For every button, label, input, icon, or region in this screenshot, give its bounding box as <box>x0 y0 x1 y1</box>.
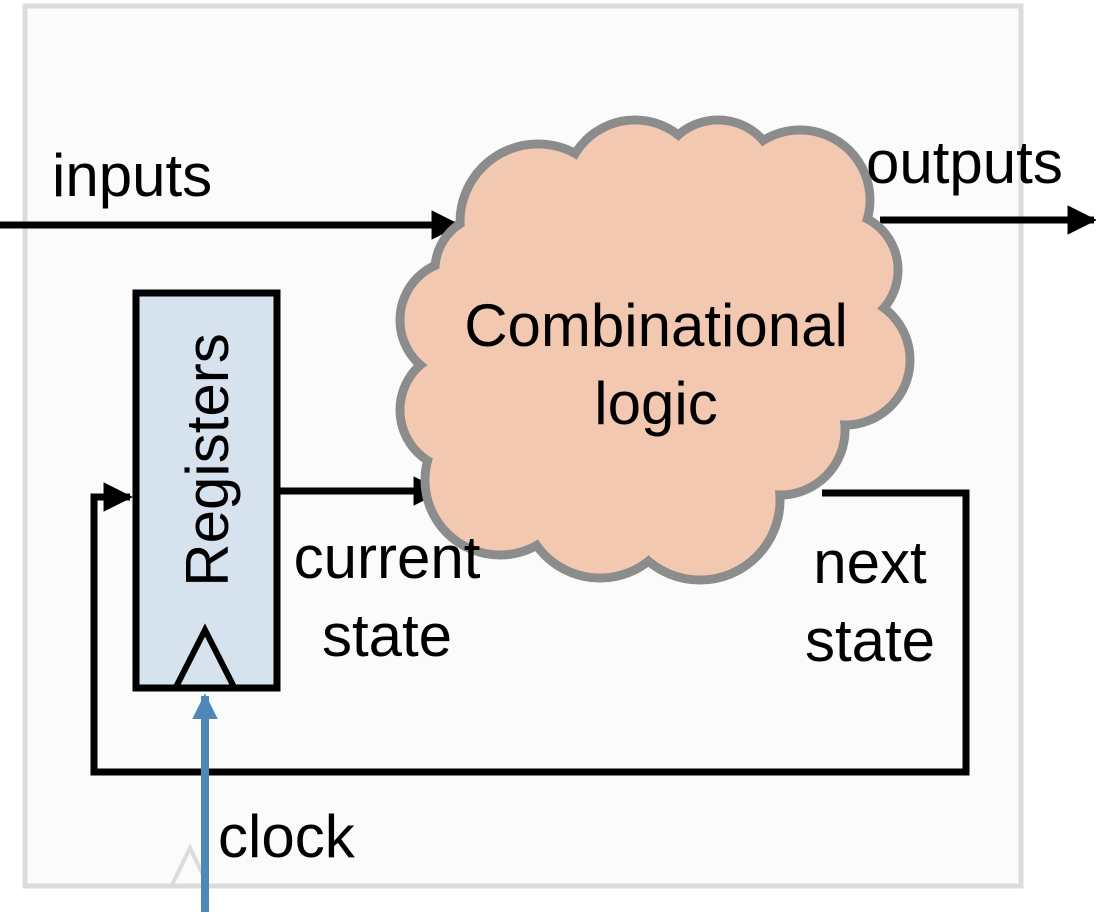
current-state-label-line2: state <box>322 602 452 669</box>
next-state-label-line1: next <box>813 529 927 596</box>
next-state-feedback-wire <box>90 482 970 776</box>
combinational-logic-label-line2: logic <box>594 370 717 437</box>
next-state-label-line2: state <box>805 607 935 674</box>
outputs-label: outputs <box>866 129 1063 196</box>
current-state-label-line1: current <box>294 524 481 591</box>
combinational-logic-cloud <box>395 115 915 585</box>
clock-label: clock <box>218 803 356 870</box>
combinational-logic-label-line1: Combinational <box>464 292 848 359</box>
clock-edge-triangle-icon <box>172 623 238 691</box>
registers-label: Registers <box>174 333 241 586</box>
inputs-label: inputs <box>52 142 212 209</box>
registers-box <box>132 289 281 692</box>
